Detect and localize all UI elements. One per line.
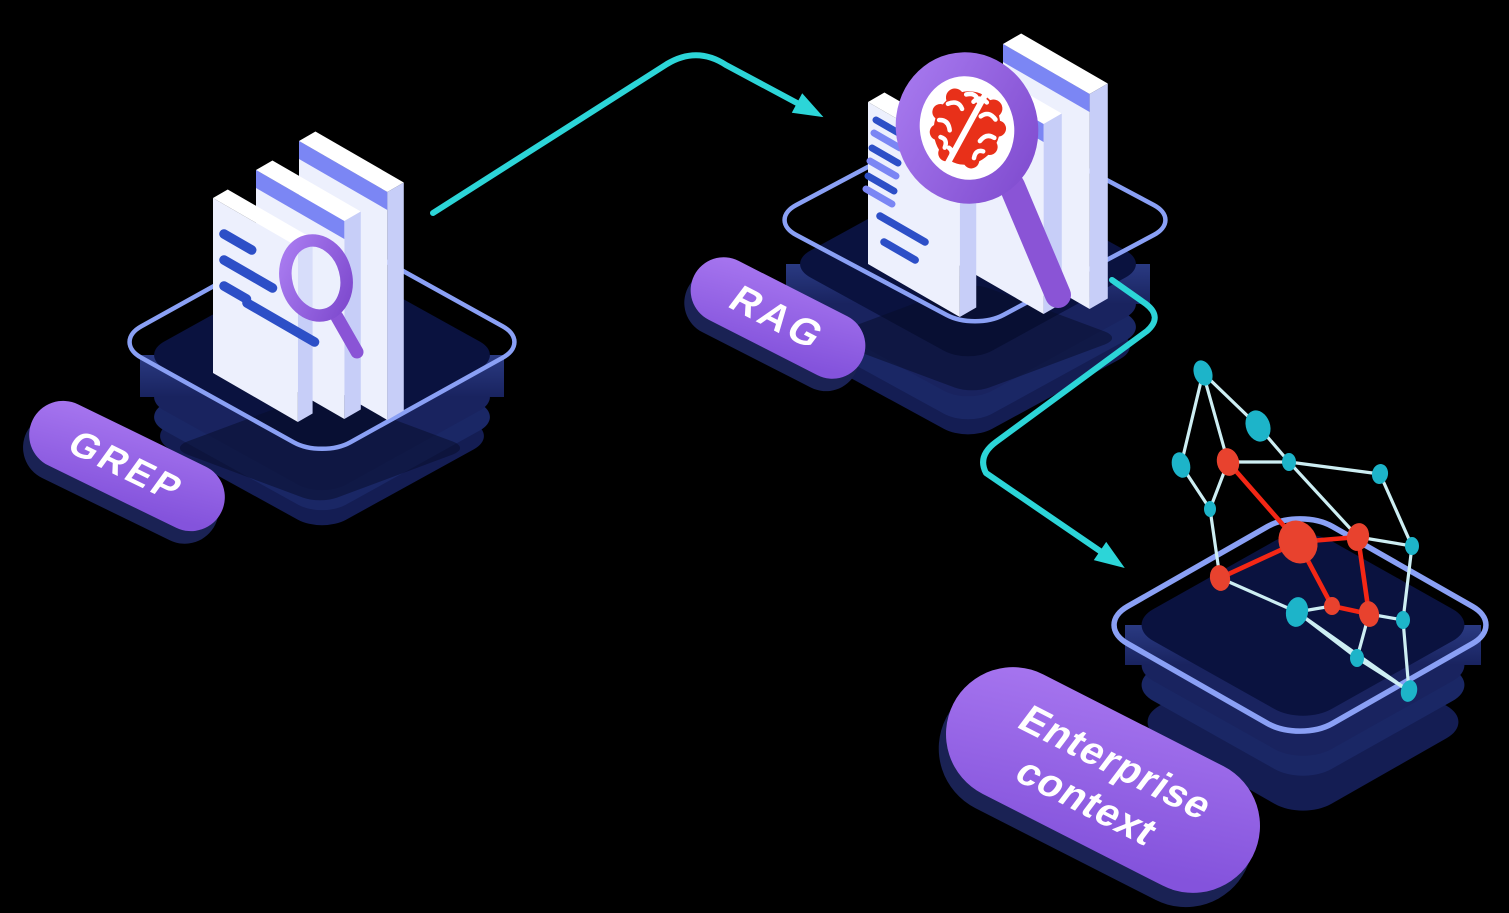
brain-icon <box>929 88 1007 169</box>
graph-edge <box>1401 618 1411 693</box>
graph-edge <box>1287 460 1360 539</box>
rag-brain-magnifier-icon <box>895 52 1071 308</box>
graph-node-teal <box>1350 649 1364 667</box>
doc-text-line <box>219 229 257 255</box>
graph-node-teal <box>1396 611 1410 629</box>
magnifier-ring-group <box>895 52 1039 204</box>
pill-body <box>690 257 866 379</box>
graph-edge <box>1378 472 1414 548</box>
magnifier-handle <box>999 173 1071 308</box>
doc-side-face <box>387 182 404 420</box>
brain-fold <box>977 133 997 144</box>
brain-lobe <box>990 120 1007 137</box>
doc-text-line <box>868 144 902 167</box>
doc-side-face <box>297 238 313 422</box>
doc-top-face <box>256 160 361 221</box>
doc-top-face <box>1003 33 1108 94</box>
doc-text-line <box>862 185 896 208</box>
graph-node-red <box>1346 523 1370 551</box>
graph-edge <box>1287 460 1382 476</box>
graph-node-red <box>1324 597 1340 615</box>
arrow-line <box>980 277 1158 554</box>
magnifier-handle <box>330 310 364 359</box>
enterprise-label-pill: Enterprise context <box>938 667 1260 908</box>
doc-text-line <box>870 129 904 152</box>
graph-node-teal <box>1285 597 1309 627</box>
knowledge-graph-icon <box>1171 360 1419 702</box>
graph-edge <box>1179 371 1205 467</box>
graph-node-teal <box>1371 464 1389 484</box>
doc-side-face <box>1089 83 1108 309</box>
pill-body <box>946 667 1260 893</box>
brain-fold <box>946 145 955 160</box>
brain-fold <box>938 134 949 150</box>
graph-edge <box>1201 371 1230 464</box>
doc-text-line <box>880 238 919 264</box>
doc-text-line <box>876 212 929 246</box>
graph-node-red <box>1278 520 1318 564</box>
graph-node-teal <box>1171 452 1191 478</box>
doc-side-face <box>344 211 361 419</box>
arrow-head <box>791 93 824 118</box>
doc-text-line <box>866 157 900 180</box>
doc-spine-band <box>299 141 388 210</box>
doc-text-line <box>864 172 898 195</box>
doc-top-face <box>213 189 313 247</box>
graph-edge <box>1218 576 1299 614</box>
brain-fold <box>936 117 952 133</box>
graph-node-teal <box>1282 453 1296 471</box>
grep-magnifier-icon <box>279 234 364 359</box>
doc-text-line <box>219 281 252 304</box>
magnifier-ring <box>279 234 353 322</box>
graph-node-teal <box>1204 501 1216 517</box>
graph-node-red <box>1358 601 1380 627</box>
brain-fold <box>978 111 998 122</box>
graph-node-teal <box>1245 410 1271 442</box>
graph-node-teal <box>1405 537 1419 555</box>
graph-node-teal <box>1400 680 1418 702</box>
graph-edge <box>1401 544 1414 622</box>
enterprise-platform <box>1095 508 1505 811</box>
rag-label-pill: RAG <box>684 257 866 392</box>
brain-fold <box>971 148 986 161</box>
brain-lobe <box>981 138 998 155</box>
arrow-head <box>1093 541 1125 568</box>
arrow-rag-to-enterprise-icon <box>980 277 1158 568</box>
graph-node-red <box>1216 448 1240 476</box>
brain-fold <box>971 96 990 105</box>
brain-fold <box>945 100 965 112</box>
graph-node-red <box>1209 565 1231 591</box>
arrow-line <box>430 52 800 216</box>
doc-top-face <box>299 131 404 192</box>
doc-text-line <box>219 255 278 293</box>
brain-lobe <box>932 104 949 121</box>
arrow-grep-to-rag-icon <box>430 52 824 216</box>
platform-outline <box>1095 508 1505 742</box>
graph-node-teal <box>1193 360 1213 386</box>
doc-spine-band <box>256 170 345 239</box>
doc-spine-band <box>1003 44 1090 112</box>
doc-text-line <box>242 298 320 347</box>
pill-body <box>29 400 225 532</box>
graph-edge <box>1355 656 1411 693</box>
